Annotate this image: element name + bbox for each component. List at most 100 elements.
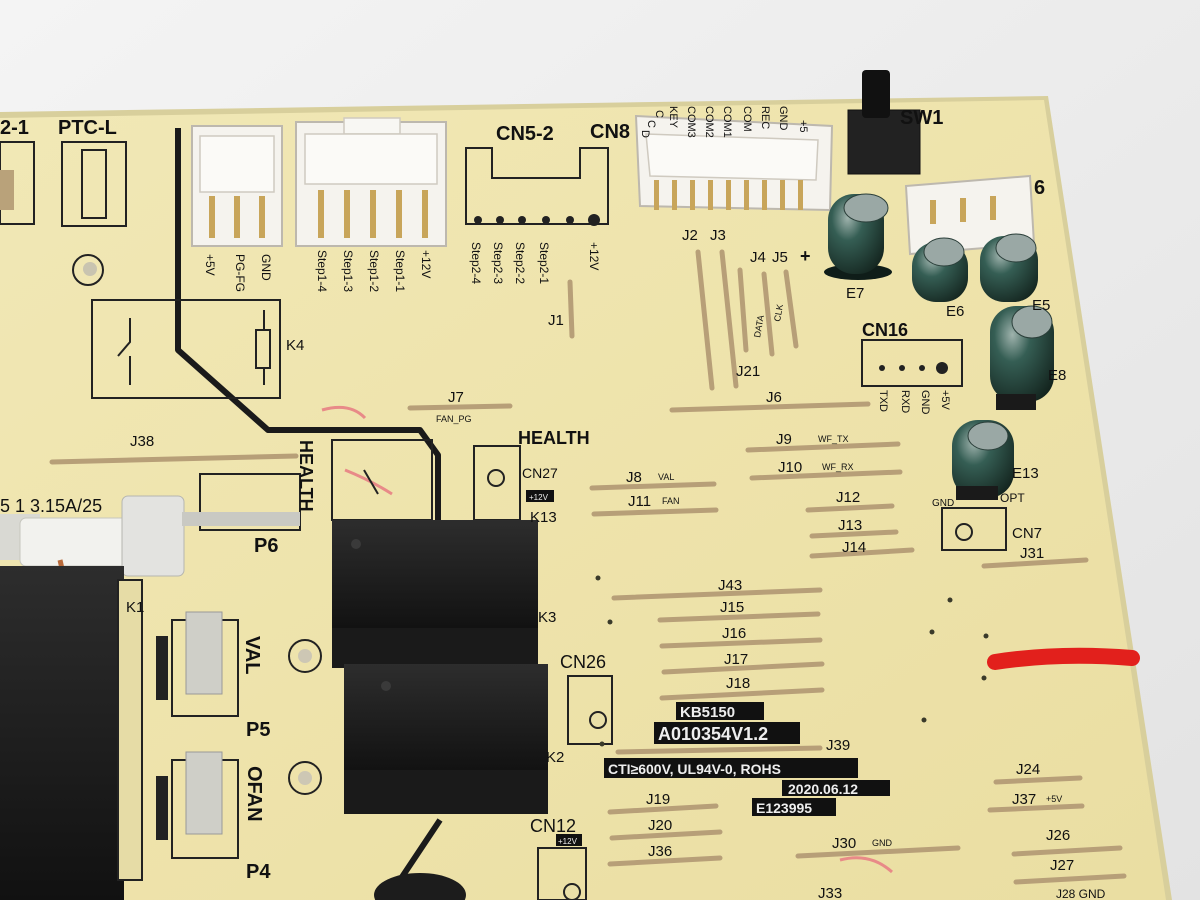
cn8-pin-0: +5 [797,120,809,133]
label-wf-tx: WF_TX [818,434,849,444]
tactile-switch-icon [847,70,921,175]
label-j21: J21 [736,363,760,380]
cti-badge [604,758,858,778]
label-k3: K3 [538,609,556,626]
jumper-wires [49,249,1127,885]
label-health: HEALTH [518,428,590,448]
step1-pin-3: Step1-1 [393,250,407,292]
label-j19: J19 [646,791,670,808]
cn8-pin-labels: +5 GND REC COM COM1 COM2 COM3 KEY C C D [639,106,809,138]
plus12v-badge [526,490,554,502]
label-j11: J11 [628,493,651,510]
date-badge [782,780,890,796]
cn12-footprint [537,847,587,900]
label-12v-cn27: +12V [529,493,549,502]
label-j3: J3 [710,227,726,244]
mounting-holes [72,254,322,795]
label-j39: J39 [826,737,850,754]
label-gnd: GND [932,498,954,509]
label-fuse: 5 1 3.15A/25 [0,496,102,516]
label-j16: J16 [722,625,746,642]
label-j8: J8 [626,469,642,486]
label-wf-rx: WF_RX [822,462,854,472]
marker-marks [321,405,1140,874]
label-p5: P5 [246,719,270,741]
cn16-pads [879,362,948,374]
cn8-pin-3: COM [741,106,753,132]
label-j33: J33 [818,885,842,900]
label-cn7: CN7 [1012,525,1042,542]
label-kb5150: KB5150 [680,704,735,721]
label-ptc-partial: 2-1 [0,117,29,139]
silkscreen-labels: 2-1 PTC-L CN5-2 CN8 SW1 6 +5 GND REC COM… [0,106,1106,900]
label-j36: J36 [648,843,672,860]
step1-pin-4: +12V [419,250,433,278]
label-e123995: E123995 [756,800,812,816]
label-e8: E8 [1048,367,1066,384]
cn8-pin-4: COM1 [721,106,733,138]
label-cn16: CN16 [862,320,908,340]
pg-pin-2: GND [259,254,273,281]
relay-k2 [344,664,548,814]
label-p6: P6 [254,535,278,557]
label-cn12: CN12 [530,816,576,836]
step1-pin-2: Step1-2 [367,250,381,292]
label-health-vertical: HEALTH [296,440,316,512]
label-val-small: VAL [658,472,674,482]
label-j24: J24 [1016,761,1040,778]
label-j13: J13 [838,517,862,534]
k4-footprint [91,299,281,399]
label-ofan: OFAN [243,766,265,822]
pg-pin-0: +5V [203,254,217,276]
cn5-2-footprint [465,147,609,225]
label-j26: J26 [1046,827,1070,844]
label-j18: J18 [726,675,750,692]
cn8-pin-6: COM3 [685,106,697,138]
label-j15: J15 [720,599,744,616]
label-j43: J43 [718,577,742,594]
label-k13: K13 [530,509,557,526]
label-j17: J17 [724,651,748,668]
label-j10: J10 [778,459,802,476]
step1-pin-0: Step1-4 [315,250,329,292]
label-j20: J20 [648,817,672,834]
cn26-footprint [567,675,613,745]
cn8-pin-8: C [653,110,665,118]
cn16-pin-0: TXD [877,390,889,412]
board-id-badge [654,722,800,744]
cn16-pin-2: GND [919,390,931,415]
cn8-pin-9: C [645,120,657,128]
ptc-lead [0,170,14,210]
label-cti: CTI≥600V, UL94V-0, ROHS [608,761,781,777]
label-e5: E5 [1032,297,1050,314]
cn8-pin-10: D [639,130,651,138]
capacitor-icon [824,193,1054,500]
label-cn8: CN8 [590,121,630,143]
label-fan-small: FAN [662,496,680,506]
label-plus: + [800,246,811,266]
step2-pin-3: Step2-1 [537,242,551,284]
label-j12: J12 [836,489,860,506]
label-plus5v: +5V [1046,794,1062,804]
ptc-footprints [0,141,127,227]
label-val: VAL [241,636,263,675]
label-cn27: CN27 [522,465,558,481]
cn8-pin-7: KEY [667,106,679,129]
step2-pin-2: Step2-2 [513,242,527,284]
label-fan-pg: FAN_PG [436,414,472,424]
cn8-pin-2: REC [759,106,771,129]
label-data: DATA [752,314,766,338]
kb5150-badge [676,702,764,720]
label-j2: J2 [682,227,698,244]
label-j38: J38 [130,433,154,450]
label-j37: J37 [1012,791,1036,808]
step2-pin-1: Step2-3 [491,242,505,284]
pcb-board [0,96,1172,900]
label-clk: CLK [772,303,785,322]
step2-pin-0: Step2-4 [469,242,483,284]
label-e6: E6 [946,303,964,320]
label-j14: J14 [842,539,866,556]
spade-terminals [156,611,239,859]
label-j9: J9 [776,431,792,448]
